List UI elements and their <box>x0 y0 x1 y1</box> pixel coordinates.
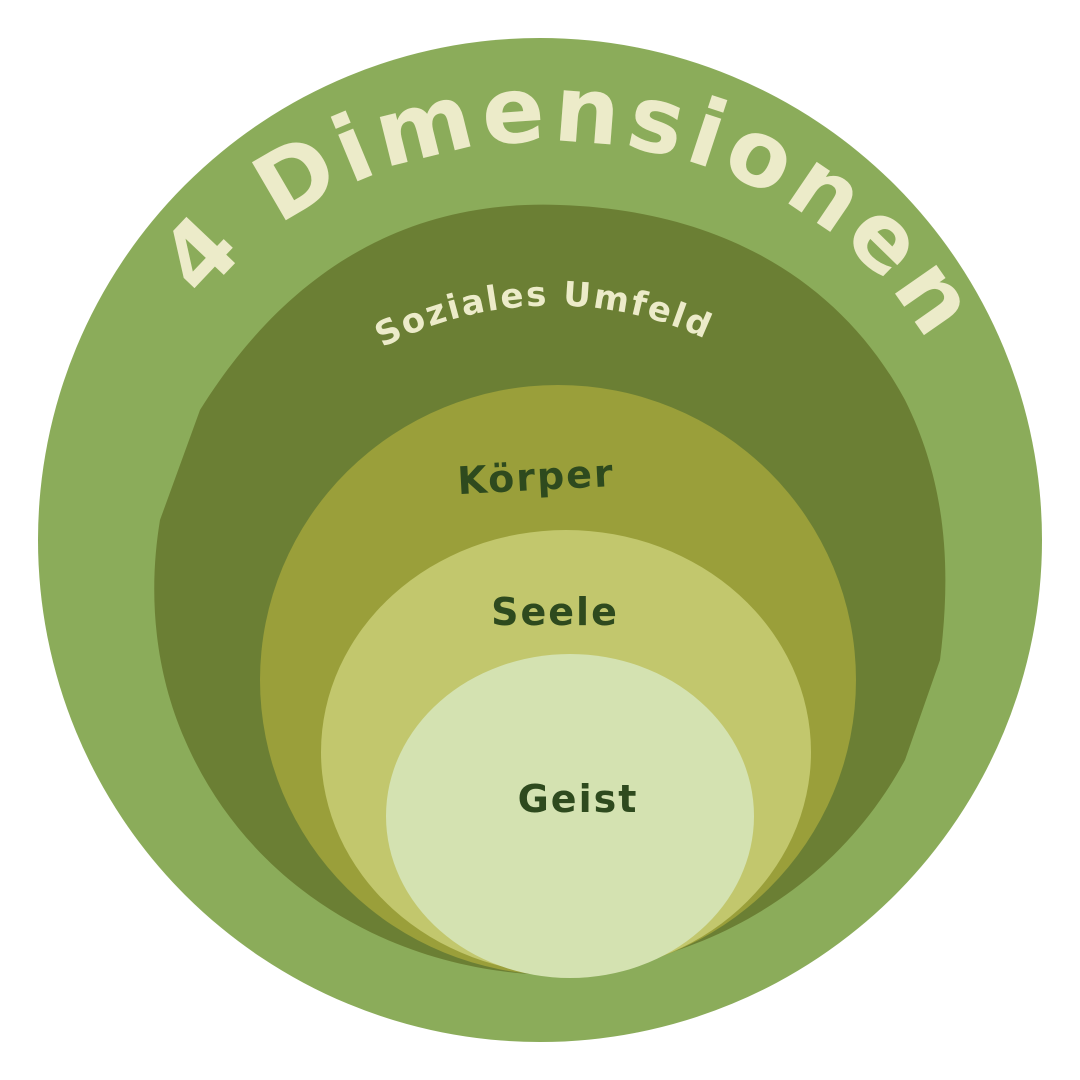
label-seele: Seele <box>491 590 619 634</box>
label-geist: Geist <box>518 777 639 821</box>
label-koerper: Körper <box>456 451 615 503</box>
layer-geist <box>386 654 754 978</box>
